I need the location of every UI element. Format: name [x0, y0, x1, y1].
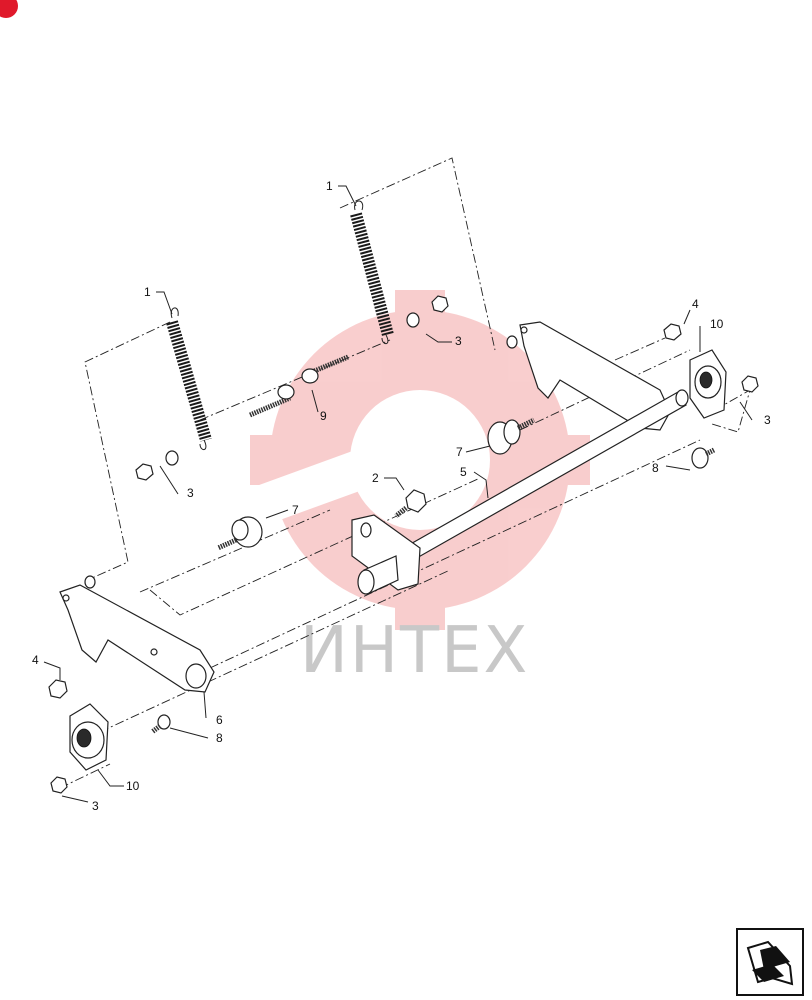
corner-badge: [0, 0, 18, 18]
bolt-left-plate: [84, 575, 96, 589]
tension-spring-right: [350, 200, 394, 345]
mounting-plate-left: [59, 584, 215, 693]
callout-3-bottom: 3: [92, 799, 99, 813]
assembly-lines: [59, 157, 751, 789]
callout-9: 9: [320, 409, 327, 423]
eye-bolt-right: [301, 354, 349, 384]
callout-4-right: 4: [692, 297, 699, 311]
callout-7-upper: 7: [456, 445, 463, 459]
bolt-top-plate: [506, 335, 518, 349]
callout-8-right: 8: [652, 461, 659, 475]
eye-bolt-left: [249, 384, 295, 418]
watermark-text: ИНТЕХ: [300, 614, 529, 688]
callout-7-lower: 7: [292, 503, 299, 517]
next-page-arrow-icon[interactable]: [736, 928, 804, 996]
bolt-8-right: [691, 447, 716, 469]
flange-bearing-left: [69, 703, 109, 771]
callout-5: 5: [460, 465, 467, 479]
roller-upper: [487, 417, 536, 455]
callout-8-left: 8: [216, 731, 223, 745]
nut-group: [48, 295, 759, 794]
callout-3-upper: 3: [455, 334, 462, 348]
callout-4-left: 4: [32, 653, 39, 667]
callout-10-right: 10: [710, 317, 724, 331]
callout-1-left: 1: [144, 285, 151, 299]
roller-lower: [216, 516, 263, 551]
callout-2: 2: [372, 471, 379, 485]
bolt-2: [394, 489, 427, 518]
tension-spring-left: [166, 307, 212, 450]
callout-6: 6: [216, 713, 223, 727]
callout-3-right: 3: [764, 413, 771, 427]
pivot-shaft: [351, 389, 689, 595]
callout-leaders: [43, 185, 753, 803]
flange-bearing-right: [689, 349, 727, 419]
bolt-8-left: [150, 714, 171, 734]
callout-1-upper: 1: [326, 179, 333, 193]
callout-labels: 1 1 2 3 3 3 3 4 4 5 6 7 7 8 8 9 10 10: [32, 179, 771, 813]
callout-10-left: 10: [126, 779, 140, 793]
callout-3-left: 3: [187, 486, 194, 500]
